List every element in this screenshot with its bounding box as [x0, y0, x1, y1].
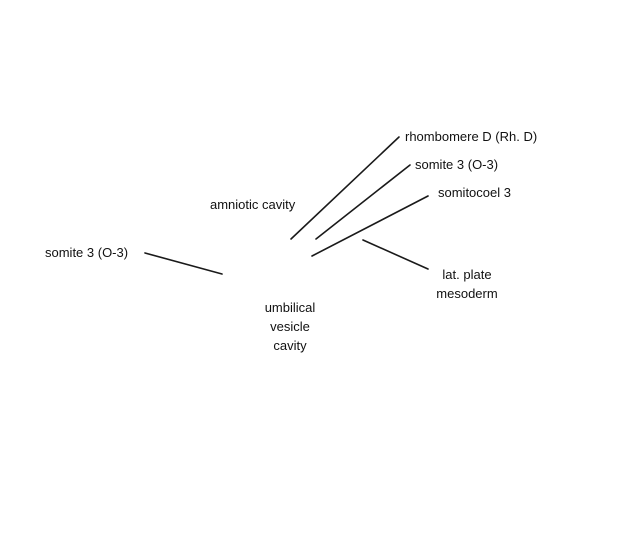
lat-plate-label-line-2: mesoderm	[436, 286, 498, 301]
somite-3-right-label: somite 3 (O-3)	[415, 157, 499, 172]
rhombomere-leader-line	[290, 136, 400, 240]
somite-3-left-label: somite 3 (O-3)	[45, 245, 129, 260]
lat-plate-label-line-1: lat. plate	[442, 267, 492, 282]
somite-right-leader-line	[315, 164, 411, 240]
somite-left-leader-line	[144, 252, 223, 275]
amniotic-cavity-label: amniotic cavity	[210, 197, 296, 212]
umbilical-label-line-3: cavity	[273, 338, 307, 353]
rhombomere-d-label: rhombomere D (Rh. D)	[405, 129, 538, 144]
somitocoel-leader-line	[311, 195, 429, 257]
lat-plate-leader-line	[362, 239, 429, 270]
umbilical-label-line-1: umbilical	[264, 300, 316, 315]
umbilical-label-line-2: vesicle	[270, 319, 310, 334]
lat-plate-mesoderm-label: lat. plate mesoderm	[425, 265, 509, 303]
umbilical-vesicle-cavity-label: umbilical vesicle cavity	[250, 298, 330, 355]
somitocoel-3-label: somitocoel 3	[438, 185, 511, 200]
